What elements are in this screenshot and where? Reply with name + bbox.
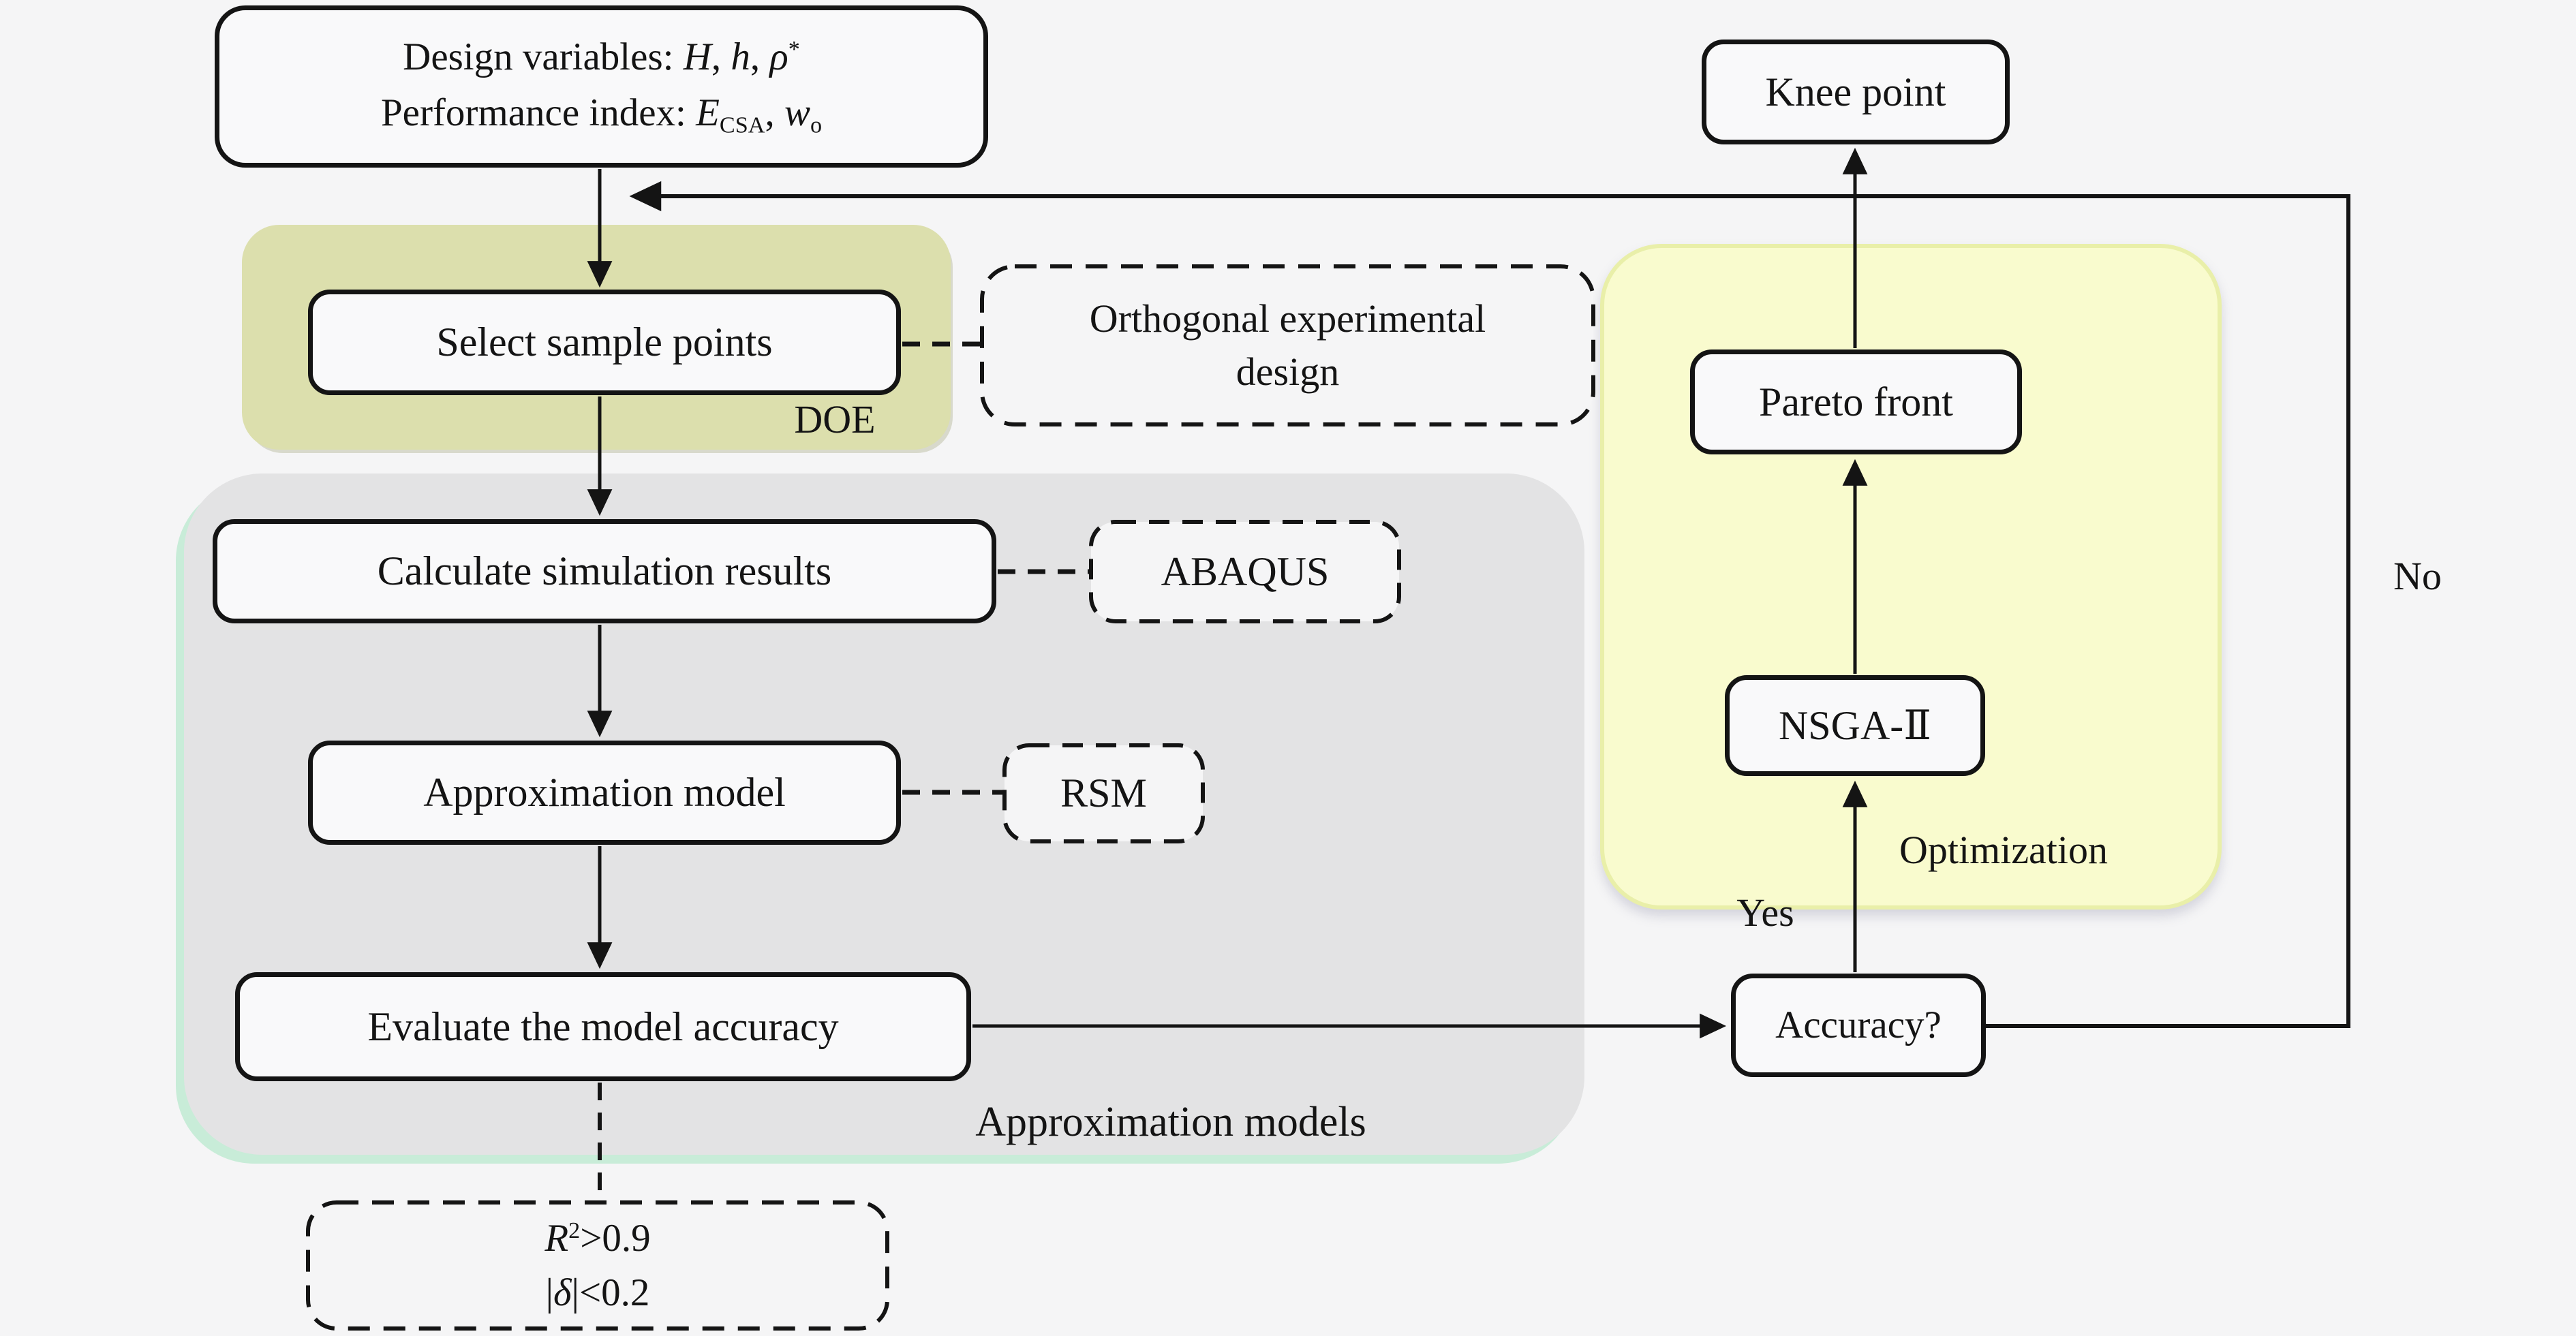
abaqus-dashed-box [1089,520,1401,623]
optimization-region-label: Optimization [1899,828,2109,872]
node-pareto-front: Pareto front [1690,349,2022,454]
edge-accuracy-no-feedback [629,181,2350,1028]
criteria-dashed-box [306,1200,889,1331]
nsga-ii-label: NSGA-Ⅱ [1778,702,1932,748]
no-edge-label: No [2393,554,2442,598]
doe-region-label: DOE [794,397,876,441]
abaqus-label: ABAQUS [1161,548,1330,594]
node-accuracy-decision: Accuracy? [1731,974,1986,1077]
node-knee-point: Knee point [1702,40,2010,144]
rsm-dashed-box [1002,743,1205,843]
rsm-label: RSM [1060,771,1147,815]
orthogonal-line2: design [1236,349,1340,394]
criteria-line2: |δ|<0.2 [545,1271,650,1314]
node-calculate-simulation-results: Calculate simulation results [213,519,996,623]
design-variables-line: Design variables: H, h, ρ* [403,35,800,79]
knee-point-label: Knee point [1765,69,1946,114]
criteria-line1: R2>0.9 [545,1216,651,1260]
orthogonal-line1: Orthogonal experimental [1089,296,1486,341]
pareto-front-label: Pareto front [1759,379,1953,424]
approximation-models-region-label: Approximation models [975,1099,1366,1145]
node-select-sample-points: Select sample points [308,290,901,395]
approximation-model-label: Approximation model [423,770,786,815]
select-sample-points-label: Select sample points [436,320,773,364]
node-nsga-ii: NSGA-Ⅱ [1725,675,1985,776]
calculate-simulation-results-label: Calculate simulation results [377,548,832,593]
orthogonal-design-text: Orthogonal experimental design [982,266,1593,424]
node-evaluate-model-accuracy: Evaluate the model accuracy [235,972,971,1081]
criteria-text: R2>0.9 |δ|<0.2 [308,1202,887,1329]
rsm-text: RSM [1005,745,1203,841]
node-design-variables: Design variables: H, h, ρ* Performance i… [215,5,988,168]
accuracy-label: Accuracy? [1775,1004,1942,1047]
node-approximation-model: Approximation model [308,741,901,845]
evaluate-model-accuracy-label: Evaluate the model accuracy [367,1004,839,1049]
orthogonal-design-dashed-box [980,264,1595,426]
yes-edge-label: Yes [1736,890,1794,935]
performance-index-line: Performance index: ECSA, wo [380,91,823,138]
abaqus-text: ABAQUS [1091,522,1399,621]
